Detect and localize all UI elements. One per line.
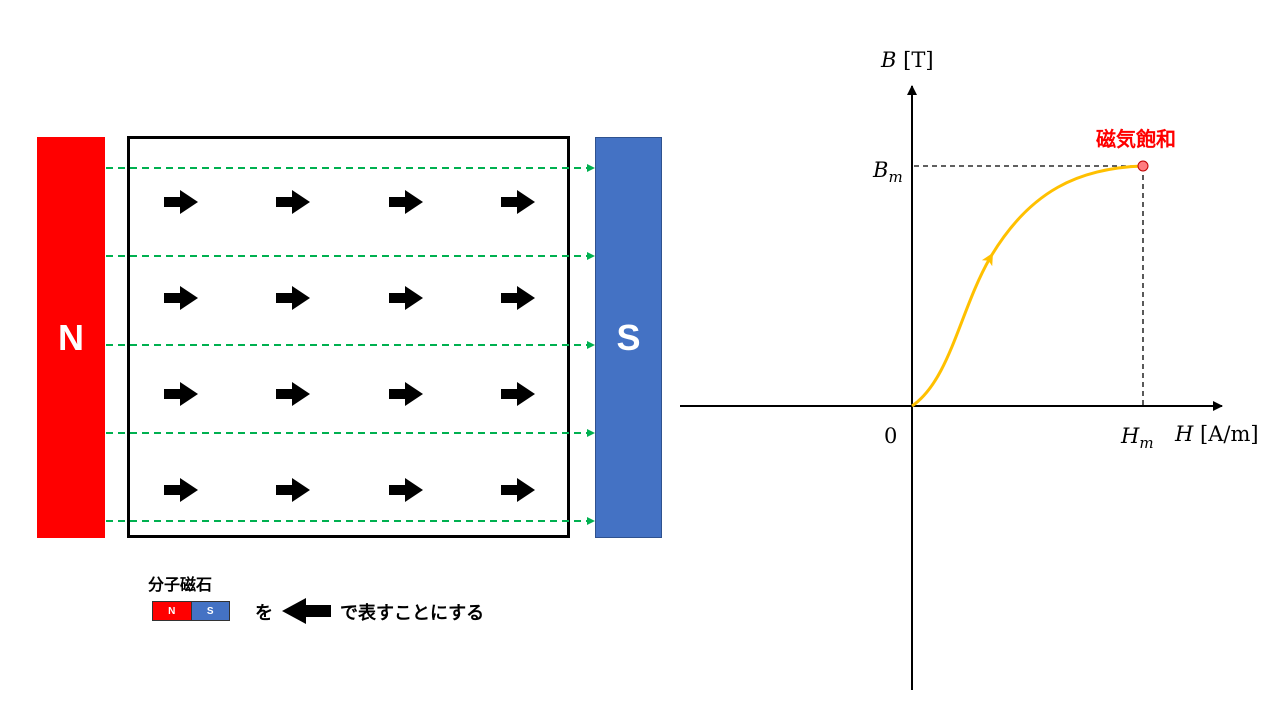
legend-sentence: で表すことにする xyxy=(340,603,485,624)
legend-mini-south: S xyxy=(191,602,229,620)
magnetization-curve xyxy=(911,252,993,408)
bm-sub: m xyxy=(888,168,903,187)
magnetization-curve-upper xyxy=(988,164,1144,259)
b-axis-unit: [T] xyxy=(903,48,934,72)
saturation-label: 磁気飽和 xyxy=(1096,127,1176,151)
legend-mini-north: N xyxy=(153,602,192,620)
molecular-magnet-arrow xyxy=(164,190,198,214)
legend-particle: を xyxy=(255,603,273,624)
molecular-magnet-arrow xyxy=(276,382,310,406)
north-pole-magnet: N xyxy=(37,137,105,538)
molecular-magnet-arrow xyxy=(389,478,423,502)
molecular-magnet-arrow xyxy=(276,190,310,214)
bm-label: Bm xyxy=(873,158,903,186)
molecular-magnet-arrow xyxy=(276,286,310,310)
h-axis-var: H xyxy=(1175,422,1194,446)
molecular-magnet-arrow xyxy=(276,478,310,502)
molecular-magnet-arrow xyxy=(501,478,535,502)
legend-arrow-icon xyxy=(282,598,331,624)
legend-arrow-layer xyxy=(282,598,331,624)
molecular-magnet-arrow xyxy=(164,382,198,406)
south-pole-magnet: S xyxy=(595,137,662,538)
hm-sub: m xyxy=(1139,434,1154,453)
molecular-magnet-arrow xyxy=(501,382,535,406)
molecular-magnet-arrows xyxy=(164,190,535,502)
molecular-magnet-arrow xyxy=(389,286,423,310)
north-pole-label: N xyxy=(58,316,84,358)
b-axis-var: B xyxy=(881,48,897,72)
h-axis-unit: [A/m] xyxy=(1200,422,1259,446)
molecular-magnet-arrow xyxy=(164,478,198,502)
h-axis-label: H [A/m] xyxy=(1175,422,1259,446)
molecular-magnet-arrow xyxy=(389,382,423,406)
molecular-magnet-arrow xyxy=(501,286,535,310)
magnetization-diagram xyxy=(106,164,595,525)
south-pole-label: S xyxy=(616,316,641,358)
hm-label: Hm xyxy=(1121,424,1154,452)
magnetic-field-lines xyxy=(106,164,595,525)
magnetic-material-box xyxy=(127,136,570,538)
legend-mini-magnet: N S xyxy=(152,601,230,621)
origin-label: 0 xyxy=(884,424,898,448)
b-axis-label: B [T] xyxy=(881,48,934,72)
hm-var: H xyxy=(1121,424,1140,448)
saturation-point xyxy=(1137,160,1149,172)
legend-title: 分子磁石 xyxy=(148,575,213,594)
bm-var: B xyxy=(873,158,889,182)
molecular-magnet-arrow xyxy=(389,190,423,214)
molecular-magnet-arrow xyxy=(164,286,198,310)
molecular-magnet-arrow xyxy=(501,190,535,214)
